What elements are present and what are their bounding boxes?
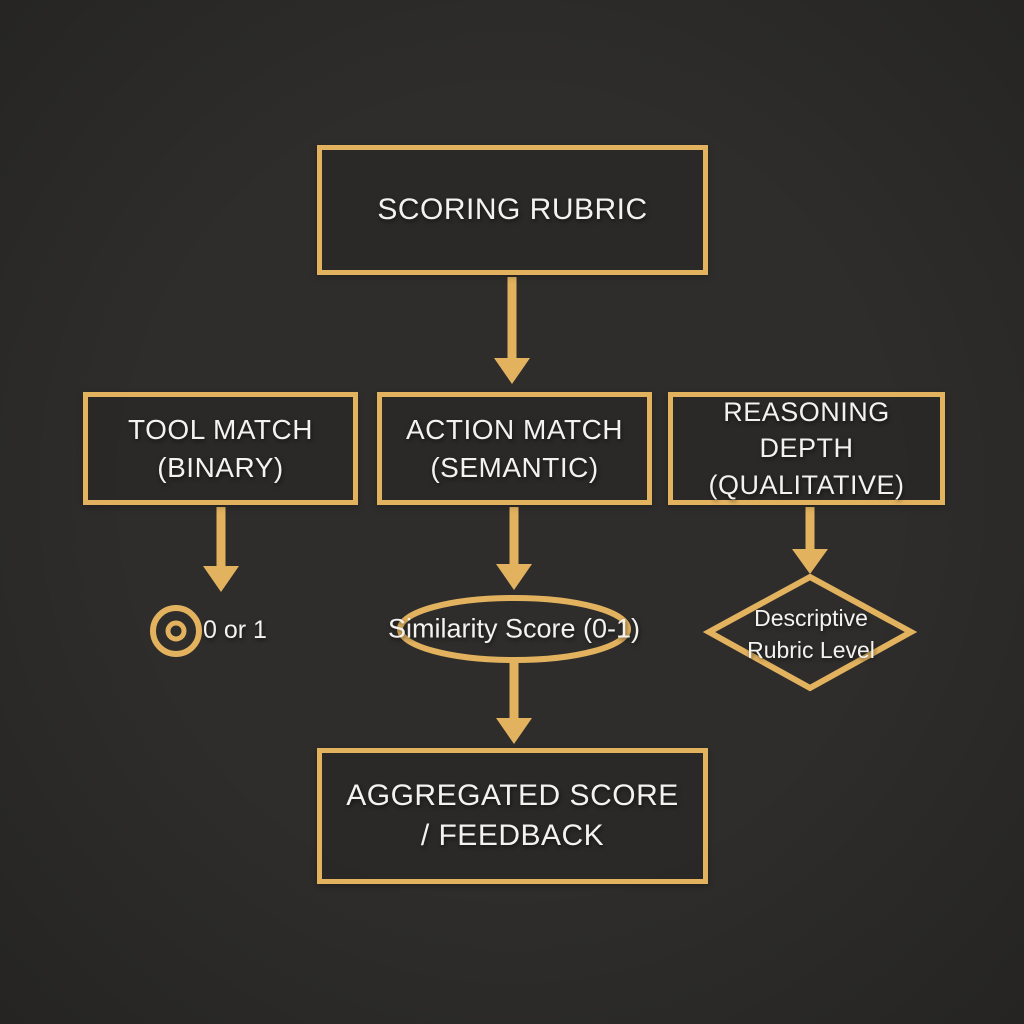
arrow-tool-to-binary-head [203, 566, 239, 592]
arrow-action-to-similarity-head [496, 564, 532, 590]
node-aggregated-line1: AGGREGATED SCORE [346, 778, 679, 812]
binary-result-label: 0 or 1 [203, 615, 267, 644]
similarity-result-label: Similarity Score (0-1) [387, 613, 641, 644]
node-scoring-rubric-label: SCORING RUBRIC [377, 193, 648, 226]
rubric-level-line1: Descriptive [754, 604, 868, 631]
arrow-scoring-to-action-head [494, 358, 530, 384]
arrow-reasoning-to-rubric-head [792, 549, 828, 574]
node-aggregated-line2: / FEEDBACK [420, 819, 605, 852]
node-scoring-rubric: SCORING RUBRIC [317, 145, 708, 275]
similarity-ellipse-shape [397, 595, 631, 663]
rubric-level-line2: Rubric Level [747, 637, 875, 663]
node-tool-match-line1: TOOL MATCH [128, 413, 313, 445]
node-tool-match-line2: (BINARY) [157, 451, 284, 483]
bullseye-icon-outer-ring [150, 605, 202, 657]
rubric-level-diamond-shape [702, 573, 918, 692]
node-tool-match: TOOL MATCH (BINARY) [83, 392, 358, 505]
node-reasoning-depth-line2: (QUALITATIVE) [708, 469, 905, 500]
bullseye-icon-inner-ring [165, 620, 187, 642]
node-reasoning-depth-line1: REASONING DEPTH [723, 396, 890, 464]
rubric-level-result-label: Descriptive Rubric Level [747, 602, 875, 666]
node-action-match-line2: (SEMANTIC) [430, 451, 599, 483]
node-reasoning-depth: REASONING DEPTH (QUALITATIVE) [668, 392, 945, 505]
node-aggregated-score-feedback: AGGREGATED SCORE / FEEDBACK [317, 748, 708, 884]
node-action-match: ACTION MATCH (SEMANTIC) [377, 392, 652, 505]
arrow-similarity-to-aggregated-head [496, 718, 532, 744]
node-action-match-line1: ACTION MATCH [405, 413, 624, 445]
